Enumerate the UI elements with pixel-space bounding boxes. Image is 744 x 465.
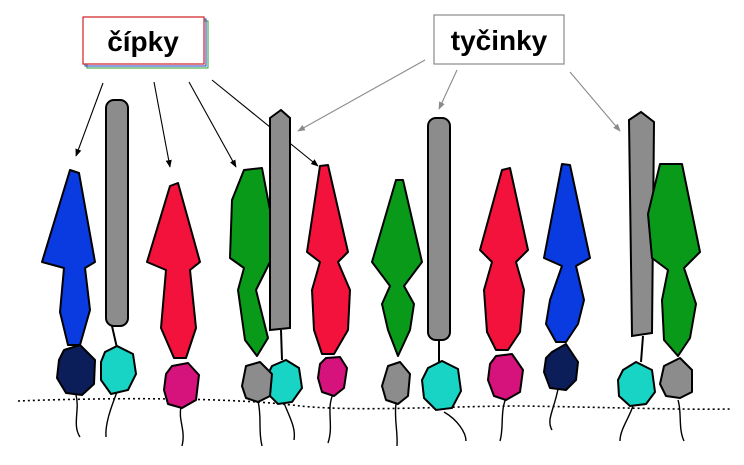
- axon: [395, 404, 397, 446]
- axon: [106, 392, 117, 437]
- arrow-to-rod-1: [298, 60, 425, 131]
- axon: [500, 398, 506, 441]
- arrow-to-cone-2: [154, 82, 170, 167]
- cones-label-text: čípky: [107, 26, 179, 57]
- cone-red-1: [147, 183, 200, 408]
- cones: [42, 164, 700, 408]
- axon: [550, 389, 558, 430]
- axon: [328, 394, 333, 443]
- rod-1: [101, 100, 136, 394]
- arrow-to-cone-1: [76, 83, 103, 156]
- axon: [620, 406, 633, 441]
- cone-nucleus: [488, 354, 523, 400]
- axon: [284, 403, 294, 440]
- cone-nucleus: [382, 362, 410, 404]
- rods-label: tyčinky: [434, 15, 564, 64]
- cone-nucleus: [57, 345, 95, 395]
- cone-green-2: [372, 180, 422, 404]
- cone-nucleus: [318, 357, 347, 396]
- arrow-to-rod-3: [570, 72, 620, 131]
- cones-label: čípky: [83, 17, 208, 68]
- rods-arrows: [298, 60, 620, 131]
- axon: [444, 412, 466, 441]
- rods-label-text: tyčinky: [451, 25, 548, 56]
- cone-blue-1: [42, 170, 95, 395]
- axon: [76, 395, 80, 437]
- cone-blue-2: [544, 164, 590, 390]
- axon: [258, 401, 262, 446]
- cone-nucleus: [660, 358, 692, 398]
- cone-nucleus: [164, 363, 199, 408]
- rod-nucleus: [101, 346, 136, 394]
- rod-2: [267, 110, 302, 404]
- rod-nucleus: [618, 362, 655, 406]
- rod-3: [422, 118, 461, 410]
- rod-4: [618, 112, 655, 406]
- cone-green-1: [230, 168, 272, 402]
- arrow-to-cone-3: [189, 82, 236, 167]
- arrow-to-rod-2: [439, 70, 457, 109]
- axon: [180, 407, 183, 446]
- cone-red-2: [307, 165, 350, 396]
- cone-nucleus: [242, 362, 272, 402]
- rod-nucleus: [422, 361, 461, 410]
- cone-green-3: [648, 164, 700, 398]
- axon: [678, 400, 684, 441]
- cone-red-3: [480, 168, 528, 400]
- cone-nucleus: [544, 344, 578, 390]
